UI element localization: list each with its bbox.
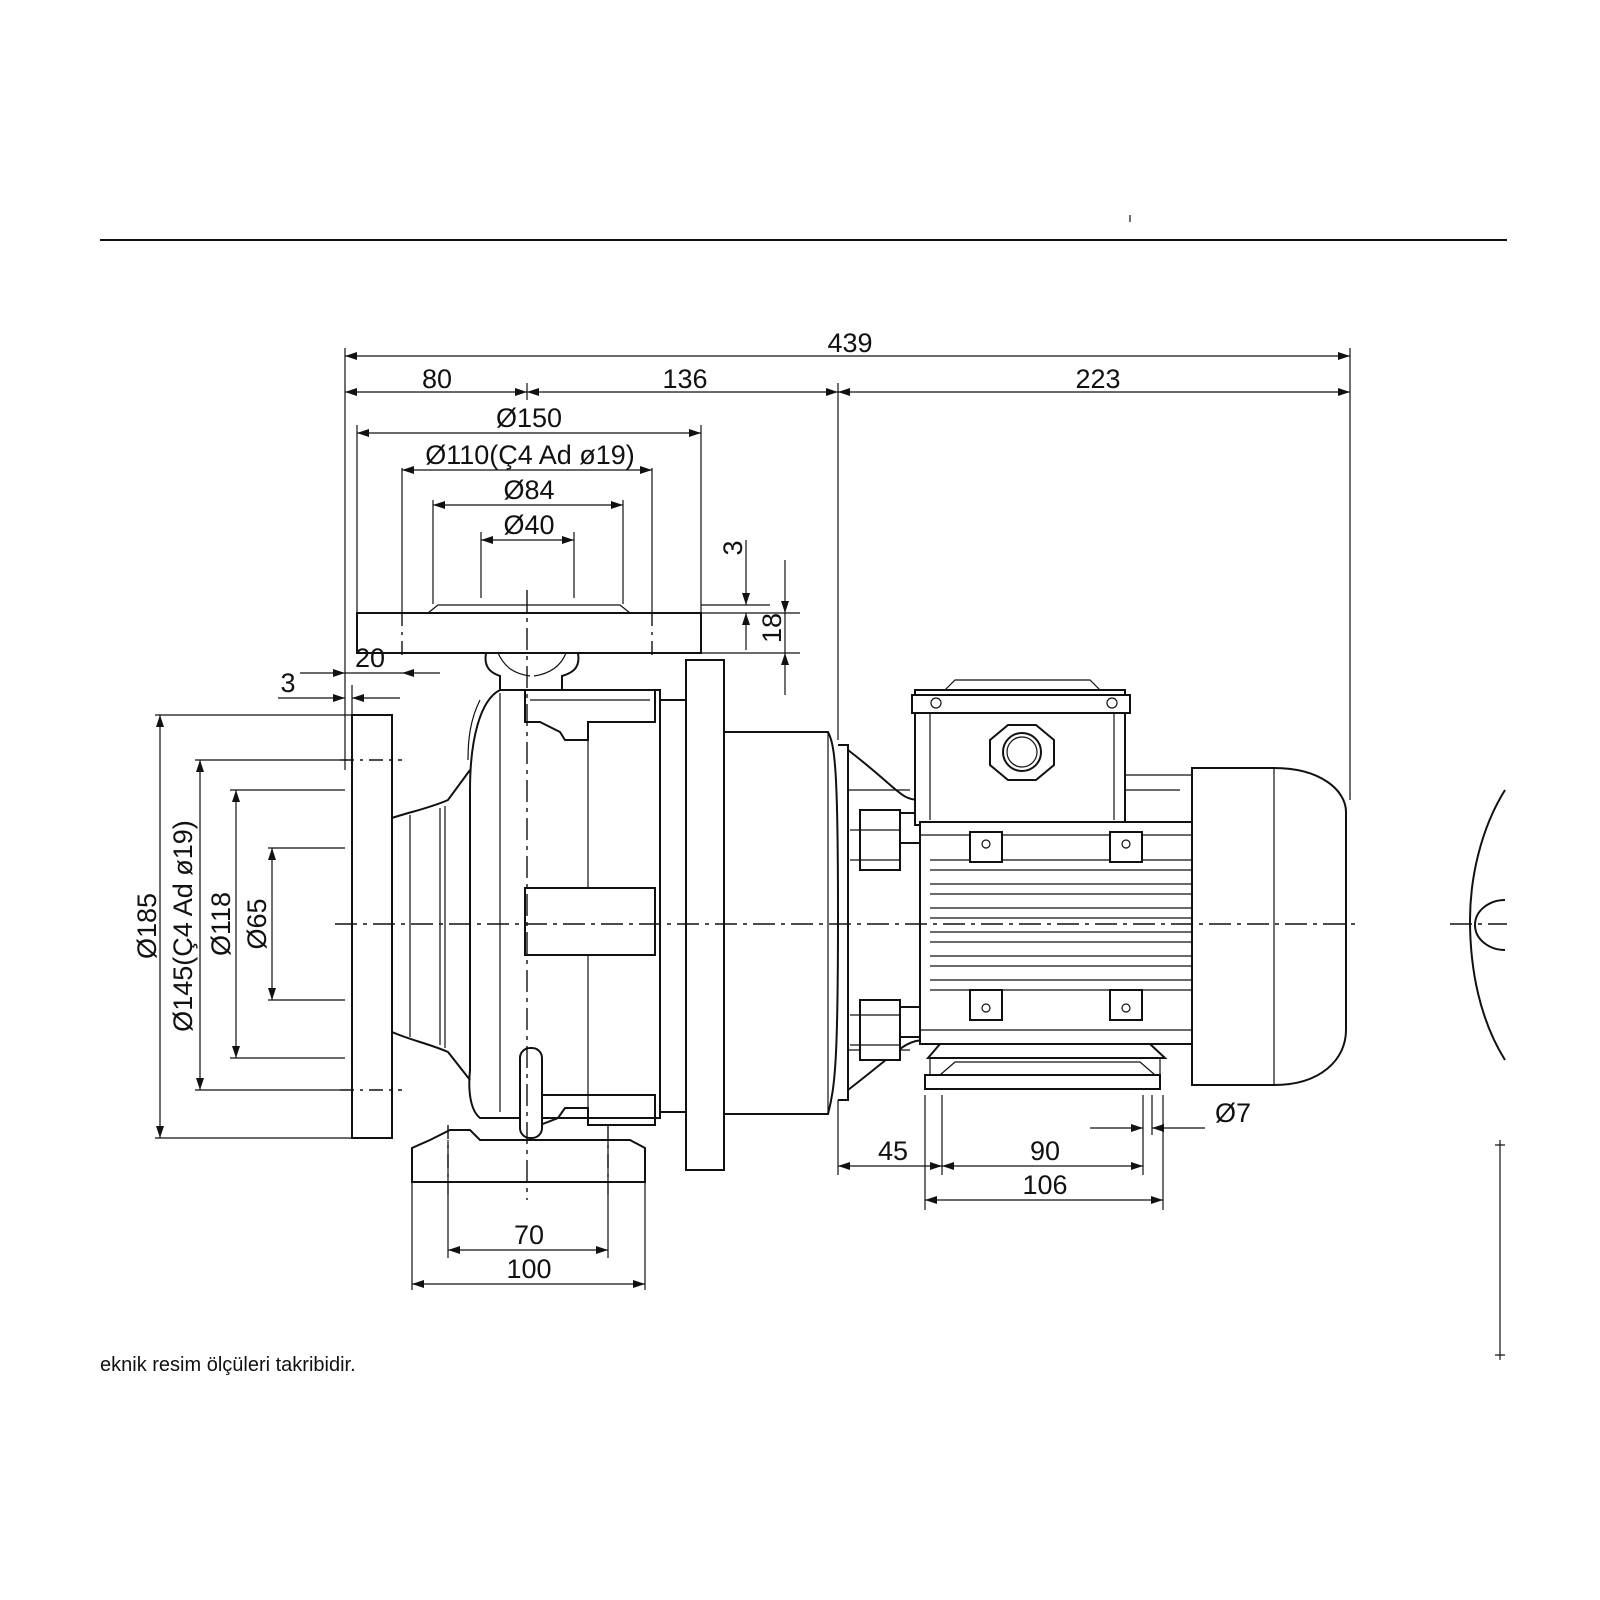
dim-dia-185: Ø185 (132, 893, 162, 959)
dim-100: 100 (506, 1254, 551, 1284)
dimension-labels: 439 80 136 223 Ø150 Ø110(Ç4 Ad ø19) Ø84 … (132, 328, 1251, 1284)
motor-feet (924, 1043, 1168, 1090)
center-lines (335, 590, 1507, 1200)
side-view-partial (1468, 789, 1506, 1360)
bracket-flange (659, 659, 840, 1171)
dim-20: 20 (355, 643, 385, 673)
dim-dia-65: Ø65 (242, 898, 272, 949)
motor-adapter (838, 744, 926, 1101)
dim-90: 90 (1030, 1136, 1060, 1166)
dim-dia-110: Ø110(Ç4 Ad ø19) (425, 440, 635, 470)
dimension-lines (156, 352, 1350, 1288)
discharge-flange (356, 604, 702, 690)
suction-flange (351, 714, 471, 1139)
dim-dia-84: Ø84 (503, 475, 554, 505)
dim-439: 439 (827, 328, 872, 358)
dim-106: 106 (1022, 1170, 1067, 1200)
dim-dia-118: Ø118 (206, 892, 236, 956)
dim-80: 80 (422, 364, 452, 394)
terminal-box (911, 679, 1131, 826)
dim-3-left: 3 (280, 668, 295, 698)
dim-dia-7: Ø7 (1215, 1098, 1251, 1128)
dim-70: 70 (514, 1220, 544, 1250)
extension-lines (155, 348, 1351, 1290)
dim-18: 18 (757, 613, 787, 643)
fan-cover (1191, 767, 1347, 1086)
volute-casing (467, 689, 661, 1119)
dim-45: 45 (878, 1136, 908, 1166)
dim-dia-145: Ø145(Ç4 Ad ø19) (168, 820, 198, 1032)
dim-dia-150: Ø150 (496, 403, 562, 433)
dim-3-top: 3 (718, 540, 748, 555)
dim-136: 136 (662, 364, 707, 394)
dim-223: 223 (1075, 364, 1120, 394)
footnote-text: eknik resim ölçüleri takribidir. (100, 1354, 356, 1376)
dim-dia-40: Ø40 (503, 510, 554, 540)
casing-ribs (519, 689, 656, 1139)
